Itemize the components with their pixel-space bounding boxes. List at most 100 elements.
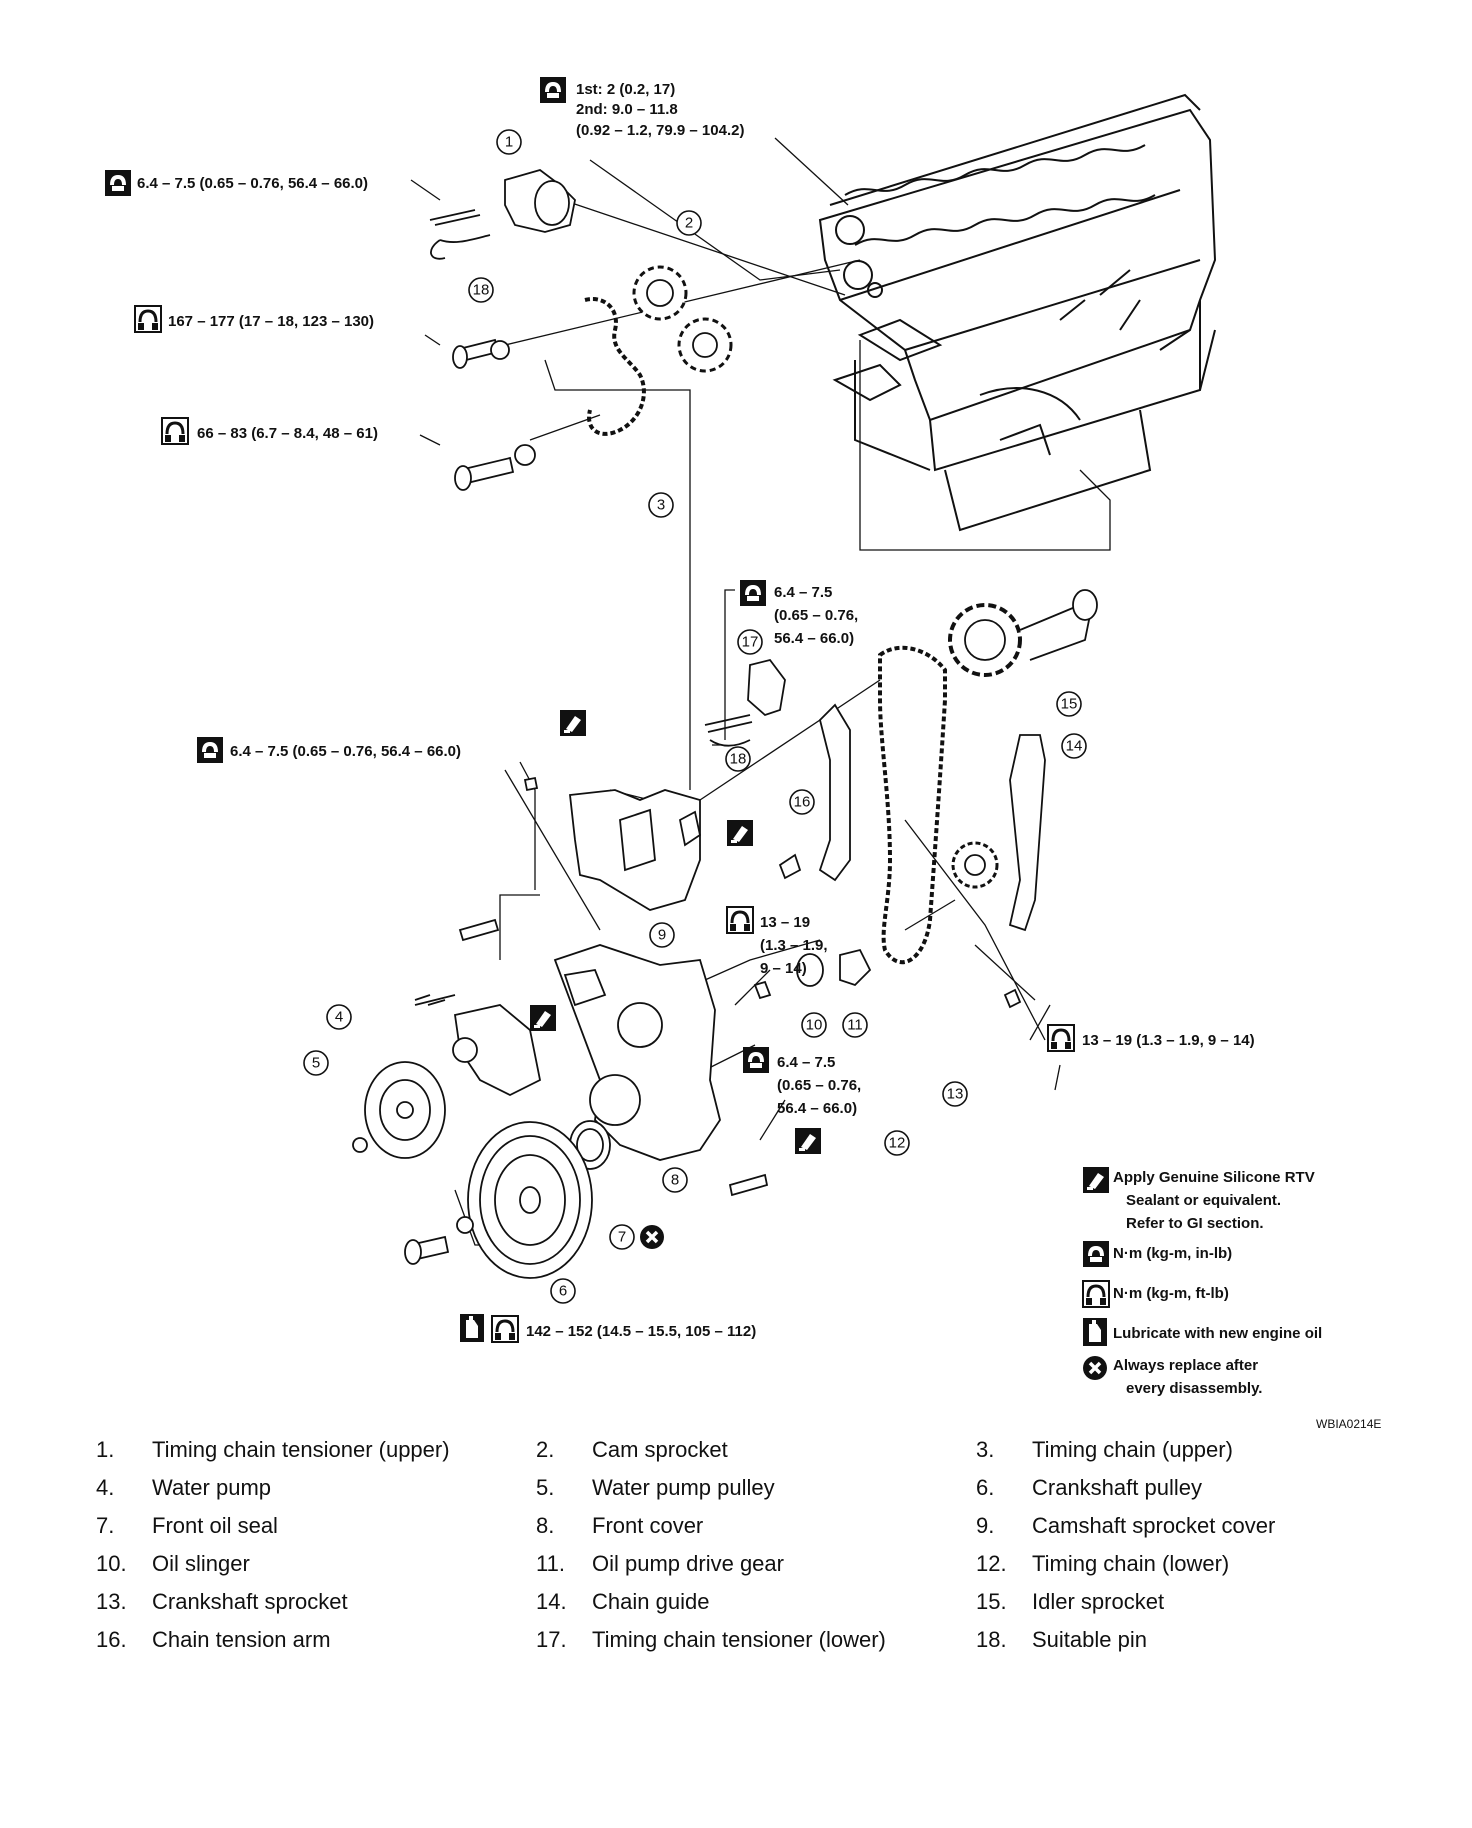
part-number: 7. bbox=[96, 1513, 115, 1538]
part-name: Timing chain (lower) bbox=[1032, 1551, 1230, 1576]
svg-text:14: 14 bbox=[1066, 738, 1083, 755]
part-name: Chain tension arm bbox=[152, 1627, 331, 1652]
part-number: 12. bbox=[976, 1551, 1007, 1576]
parts-grid: 1.Timing chain tensioner (upper)2. Cam sp… bbox=[96, 1437, 1416, 1653]
part-name: Crankshaft sprocket bbox=[152, 1589, 348, 1614]
part-name: Idler sprocket bbox=[1032, 1589, 1165, 1614]
svg-text:4: 4 bbox=[335, 1009, 343, 1026]
callout-7: 7 bbox=[609, 1224, 635, 1250]
svg-text:6: 6 bbox=[559, 1283, 567, 1300]
svg-text:3: 3 bbox=[657, 497, 665, 514]
callout-12: 12 bbox=[884, 1130, 910, 1156]
torque-spec-9: 6.4 – 7.5 (0.65 – 0.76, 56.4 – 66.0) bbox=[743, 1047, 861, 1117]
parts-list-item: 11. Oil pump drive gear bbox=[536, 1551, 976, 1577]
part-name: Front cover bbox=[592, 1513, 704, 1538]
spec-line: 9 – 14) bbox=[760, 960, 807, 977]
parts-list-item: 3.Timing chain (upper) bbox=[976, 1437, 1416, 1463]
part-name: Cam sprocket bbox=[592, 1437, 728, 1462]
parts-list-item: 12. Timing chain (lower) bbox=[976, 1551, 1416, 1577]
callout-13: 13 bbox=[942, 1081, 968, 1107]
parts-list-item: 6. Crankshaft pulley bbox=[976, 1475, 1416, 1501]
svg-text:every disassembly.: every disassembly. bbox=[1126, 1380, 1262, 1397]
spec-line: (0.65 – 0.76, bbox=[774, 607, 858, 624]
part-number: 2. bbox=[536, 1437, 555, 1462]
torque-spec-7: 13 – 19 (1.3 – 1.9, 9 – 14) bbox=[725, 905, 828, 977]
torque-spec-10: 142 – 152 (14.5 – 15.5, 105 – 112) bbox=[460, 1314, 756, 1344]
part-number: 11. bbox=[536, 1551, 565, 1576]
callout-11: 11 bbox=[842, 1012, 868, 1038]
callout-1: 1 bbox=[496, 129, 522, 155]
parts-list-item: 4.Water pump bbox=[96, 1475, 536, 1501]
svg-text:12: 12 bbox=[889, 1135, 906, 1152]
svg-text:Lubricate with new engine oil: Lubricate with new engine oil bbox=[1113, 1325, 1322, 1342]
spec-line: 1st: 2 (0.2, 17) bbox=[576, 81, 675, 98]
part-number: 14. bbox=[536, 1589, 567, 1614]
legend-replace: Always replace after every disassembly. bbox=[1081, 1354, 1262, 1397]
part-name: Oil pump drive gear bbox=[592, 1551, 784, 1576]
part-number: 3. bbox=[976, 1437, 995, 1462]
parts-list-item: 8. Front cover bbox=[536, 1513, 976, 1539]
legend-nm-inlb: N·m (kg-m, in-lb) bbox=[1083, 1241, 1232, 1267]
svg-text:16: 16 bbox=[794, 794, 811, 811]
part-name: Crankshaft pulley bbox=[1032, 1475, 1202, 1500]
parts-list-item: 17.Timing chain tensioner (lower) bbox=[536, 1627, 976, 1653]
callout-4: 4 bbox=[326, 1004, 352, 1030]
part-number: 18. bbox=[976, 1627, 1007, 1652]
callout-6: 6 bbox=[550, 1278, 576, 1304]
spec-line: (0.92 – 1.2, 79.9 – 104.2) bbox=[576, 122, 744, 139]
svg-text:5: 5 bbox=[312, 1055, 320, 1072]
parts-list-item: 1.Timing chain tensioner (upper) bbox=[96, 1437, 536, 1463]
parts-list-item: 7.Front oil seal bbox=[96, 1513, 536, 1539]
spec-line: 6.4 – 7.5 (0.65 – 0.76, 56.4 – 66.0) bbox=[230, 743, 461, 760]
part-number: 17. bbox=[536, 1627, 567, 1652]
sealant-marker bbox=[530, 1005, 556, 1031]
part-name: Water pump pulley bbox=[592, 1475, 775, 1500]
torque-spec-6: 6.4 – 7.5 (0.65 – 0.76, 56.4 – 66.0) bbox=[197, 737, 461, 763]
callout-17: 17 bbox=[737, 629, 763, 655]
callout-2: 2 bbox=[676, 210, 702, 236]
parts-illustration bbox=[352, 169, 1098, 1279]
svg-text:9: 9 bbox=[658, 927, 666, 944]
svg-text:1: 1 bbox=[505, 134, 513, 151]
spec-line: 56.4 – 66.0) bbox=[777, 1100, 857, 1117]
callout-16: 16 bbox=[789, 789, 815, 815]
callout-9: 9 bbox=[649, 922, 675, 948]
spec-line: 167 – 177 (17 – 18, 123 – 130) bbox=[168, 313, 374, 330]
callout-5: 5 bbox=[303, 1050, 329, 1076]
spec-line: (0.65 – 0.76, bbox=[777, 1077, 861, 1094]
svg-text:18: 18 bbox=[730, 751, 747, 768]
parts-list-item: 15. Idler sprocket bbox=[976, 1589, 1416, 1615]
spec-line: 6.4 – 7.5 (0.65 – 0.76, 56.4 – 66.0) bbox=[137, 175, 368, 192]
svg-text:10: 10 bbox=[806, 1017, 823, 1034]
svg-text:18: 18 bbox=[473, 282, 490, 299]
torque-spec-4: 66 – 83 (6.7 – 8.4, 48 – 61) bbox=[160, 416, 378, 446]
part-number: 6. bbox=[976, 1475, 995, 1500]
svg-text:N·m (kg-m, ft-lb): N·m (kg-m, ft-lb) bbox=[1113, 1285, 1229, 1302]
part-number: 15. bbox=[976, 1589, 1007, 1614]
part-name: Suitable pin bbox=[1032, 1627, 1147, 1652]
parts-list-item: 10.Oil slinger bbox=[96, 1551, 536, 1577]
svg-text:15: 15 bbox=[1061, 696, 1078, 713]
parts-list-item: 13. Crankshaft sprocket bbox=[96, 1589, 536, 1615]
part-number: 10. bbox=[96, 1551, 127, 1576]
part-number: 16. bbox=[96, 1627, 127, 1652]
parts-list-item: 2. Cam sprocket bbox=[536, 1437, 976, 1463]
sealant-marker bbox=[560, 710, 586, 736]
callout-8: 8 bbox=[662, 1167, 688, 1193]
callout-15: 15 bbox=[1056, 691, 1082, 717]
part-number: 9. bbox=[976, 1513, 995, 1538]
callout-14: 14 bbox=[1061, 733, 1087, 759]
part-name: Chain guide bbox=[592, 1589, 710, 1614]
sealant-marker bbox=[795, 1128, 821, 1154]
part-number: 1. bbox=[96, 1437, 115, 1462]
part-number: 13. bbox=[96, 1589, 127, 1614]
callout-10: 10 bbox=[801, 1012, 827, 1038]
legend-lubricate: Lubricate with new engine oil bbox=[1083, 1318, 1322, 1346]
part-number: 4. bbox=[96, 1475, 115, 1500]
svg-text:7: 7 bbox=[618, 1229, 626, 1246]
part-number: 8. bbox=[536, 1513, 555, 1538]
spec-line: 2nd: 9.0 – 11.8 bbox=[576, 101, 678, 118]
parts-list-item: 18. Suitable pin bbox=[976, 1627, 1416, 1653]
spec-line: 142 – 152 (14.5 – 15.5, 105 – 112) bbox=[526, 1323, 756, 1340]
svg-text:N·m (kg-m, in-lb): N·m (kg-m, in-lb) bbox=[1113, 1245, 1232, 1262]
